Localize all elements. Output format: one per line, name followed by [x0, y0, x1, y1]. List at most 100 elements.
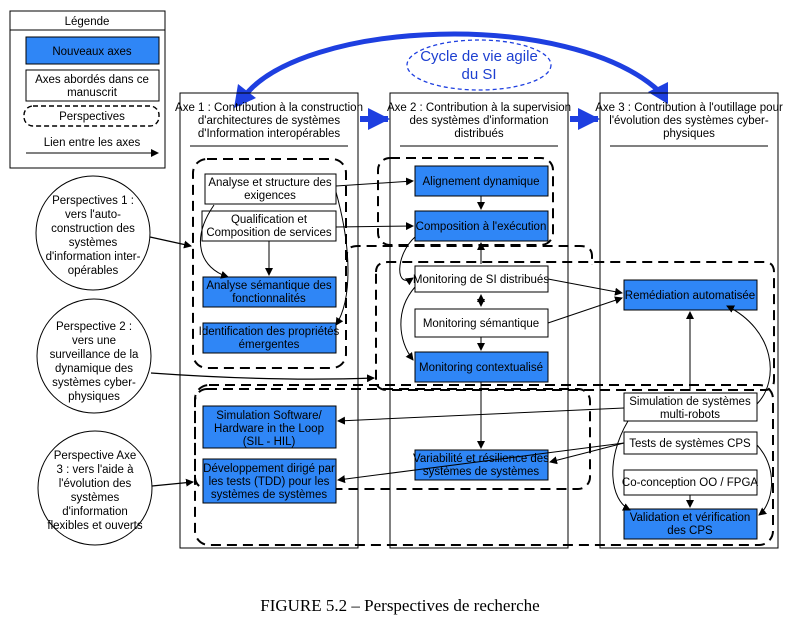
perspective-3-circle: Perspective Axe 3 : vers l'aide à l'évol… [37, 430, 153, 546]
box-qualification-composition: Qualification et Composition de services [201, 210, 337, 242]
box-composition-execution: Composition à l'exécution [414, 210, 549, 242]
axis-3-frame [599, 92, 779, 549]
svg-text:Simulation de systèmes: Simulation de systèmes [629, 396, 751, 408]
perspective-1-link [149, 236, 192, 249]
svg-text:vers une: vers une [72, 335, 116, 347]
axis-1-title-3: d'Information interopérables [198, 128, 340, 140]
box-tdd: Développement dirigé par les tests (TDD)… [202, 458, 337, 504]
svg-text:l'évolution des: l'évolution des [59, 478, 132, 490]
axis-2-title-2: des systèmes d'information [410, 115, 549, 127]
svg-text:systèmes: systèmes [71, 492, 120, 504]
agile-cycle-label-1: Cycle de vie agile [420, 48, 538, 65]
svg-text:exigences: exigences [244, 190, 296, 202]
svg-text:Analyse sémantique des: Analyse sémantique des [206, 280, 332, 292]
svg-text:Tests de systèmes CPS: Tests de systèmes CPS [629, 438, 751, 450]
svg-text:Remédiation automatisée: Remédiation automatisée [625, 290, 755, 302]
svg-text:vers l'auto-: vers l'auto- [65, 209, 121, 221]
svg-text:Perspective Axe: Perspective Axe [54, 450, 136, 462]
svg-text:opérables: opérables [68, 265, 119, 277]
legend-perspectives-label: Perspectives [59, 111, 125, 123]
box-monitoring-si-distribues: Monitoring de SI distribués [413, 265, 549, 293]
axis-3-column: Axe 3 : Contribution à l'outillage pour … [595, 92, 783, 549]
svg-text:émergentes: émergentes [239, 339, 300, 351]
legend-title: Légende [65, 16, 110, 28]
agile-cycle-label-2: du SI [461, 66, 496, 83]
legend-new-axes-label: Nouveaux axes [52, 46, 132, 58]
agile-cycle: Cycle de vie agile du SI [234, 31, 668, 108]
box-analyse-exigences: Analyse et structure des exigences [204, 173, 337, 205]
legend-links-label: Lien entre les axes [44, 137, 141, 149]
legend-addressed-axes-swatch [25, 69, 160, 102]
svg-text:Perspectives 1 :: Perspectives 1 : [52, 195, 134, 207]
svg-text:physiques: physiques [68, 391, 120, 403]
svg-text:flexibles et ouverts: flexibles et ouverts [47, 520, 142, 532]
svg-text:Qualification et: Qualification et [231, 214, 308, 226]
box-coconception: Co-conception OO / FPGA [622, 469, 758, 496]
axis-3-title-2: l'évolution des systèmes cyber- [609, 115, 769, 127]
perspective-2-region-top [346, 245, 593, 265]
box-remediation-automatisee: Remédiation automatisée [623, 279, 758, 311]
svg-text:d'information: d'information [62, 506, 127, 518]
svg-text:Hardware in the Loop: Hardware in the Loop [214, 423, 324, 435]
svg-text:Composition à l'exécution: Composition à l'exécution [416, 221, 547, 233]
axis-1-column: Axe 1 : Contribution à la construction d… [175, 92, 363, 549]
svg-text:d'information inter-: d'information inter- [46, 251, 141, 263]
legend-addressed-axes-label-1: Axes abordés dans ce [35, 74, 149, 86]
link-arrows [200, 177, 772, 516]
svg-text:Monitoring contextualisé: Monitoring contextualisé [419, 362, 543, 374]
svg-text:Monitoring de SI distribués: Monitoring de SI distribués [413, 274, 549, 286]
svg-text:Validation et vérification: Validation et vérification [630, 512, 751, 524]
svg-text:fonctionnalités: fonctionnalités [232, 293, 306, 305]
box-identification-proprietes: Identification des propriétés émergentes [199, 322, 340, 354]
axis-2-column: Axe 2 : Contribution à la supervision de… [387, 92, 571, 549]
axis-3-title-3: physiques [663, 128, 715, 140]
axis-1-frame [179, 92, 359, 549]
box-analyse-semantique: Analyse sémantique des fonctionnalités [202, 276, 337, 308]
box-validation-verification: Validation et vérification des CPS [623, 508, 758, 540]
svg-text:Composition de services: Composition de services [206, 227, 332, 239]
svg-text:Alignement dynamique: Alignement dynamique [423, 176, 540, 188]
box-monitoring-contextualise: Monitoring contextualisé [414, 351, 549, 383]
svg-text:systèmes: systèmes [69, 237, 118, 249]
svg-text:3 : vers l'aide à: 3 : vers l'aide à [57, 464, 135, 476]
svg-text:Analyse et structure des: Analyse et structure des [208, 177, 332, 189]
perspective-3-link [151, 478, 194, 487]
axis-2-title-1: Axe 2 : Contribution à la supervision [387, 102, 571, 114]
svg-text:Monitoring sémantique: Monitoring sémantique [423, 318, 539, 330]
axis-1-title-2: d'architectures de systèmes [198, 115, 340, 127]
agile-cycle-arrow [240, 31, 662, 100]
perspective-1-circle: Perspectives 1 : vers l'auto- constructi… [35, 175, 151, 291]
svg-text:Variabilité et résilience des: Variabilité et résilience des [413, 453, 549, 465]
axis-1-title-1: Axe 1 : Contribution à la construction [175, 102, 363, 114]
perspective-2-region [375, 261, 775, 391]
svg-text:systèmes de systèmes: systèmes de systèmes [211, 489, 328, 501]
box-tests-cps: Tests de systèmes CPS [623, 431, 758, 455]
box-alignement-dynamique: Alignement dynamique [414, 165, 549, 197]
svg-text:systèmes cyber-: systèmes cyber- [52, 377, 136, 389]
legend-new-axes-swatch [25, 36, 160, 65]
perspective-3-region-outer [194, 384, 774, 546]
svg-text:les tests (TDD) pour les: les tests (TDD) pour les [209, 476, 330, 488]
svg-text:Simulation Software/: Simulation Software/ [216, 410, 322, 422]
svg-text:multi-robots: multi-robots [660, 409, 720, 421]
perspective-3-region [194, 388, 591, 490]
agile-cycle-ellipse [406, 39, 552, 91]
axis-3-title-1: Axe 3 : Contribution à l'outillage pour [595, 102, 783, 114]
svg-text:dynamique des: dynamique des [55, 363, 133, 375]
svg-text:systèmes de systèmes: systèmes de systèmes [423, 466, 540, 478]
svg-text:des CPS: des CPS [667, 525, 713, 537]
svg-text:Identification des propriétés: Identification des propriétés [199, 326, 340, 338]
legend: Légende Nouveaux axes Axes abordés dans … [9, 10, 166, 169]
perspective-2-link [150, 372, 375, 383]
figure-caption: FIGURE 5.2 – Perspectives de recherche [260, 596, 539, 615]
axis-2-frame [389, 92, 569, 549]
box-variabilite-resilience: Variabilité et résilience des systèmes d… [413, 449, 549, 481]
box-monitoring-semantique: Monitoring sémantique [414, 308, 549, 338]
svg-text:construction des: construction des [51, 223, 135, 235]
legend-addressed-axes-label-2: manuscrit [67, 87, 118, 99]
svg-text:(SIL - HIL): (SIL - HIL) [243, 436, 296, 448]
svg-text:Co-conception OO / FPGA: Co-conception OO / FPGA [622, 477, 758, 489]
box-simulation-sil-hil: Simulation Software/ Hardware in the Loo… [202, 405, 337, 449]
svg-text:surveillance de la: surveillance de la [50, 349, 139, 361]
